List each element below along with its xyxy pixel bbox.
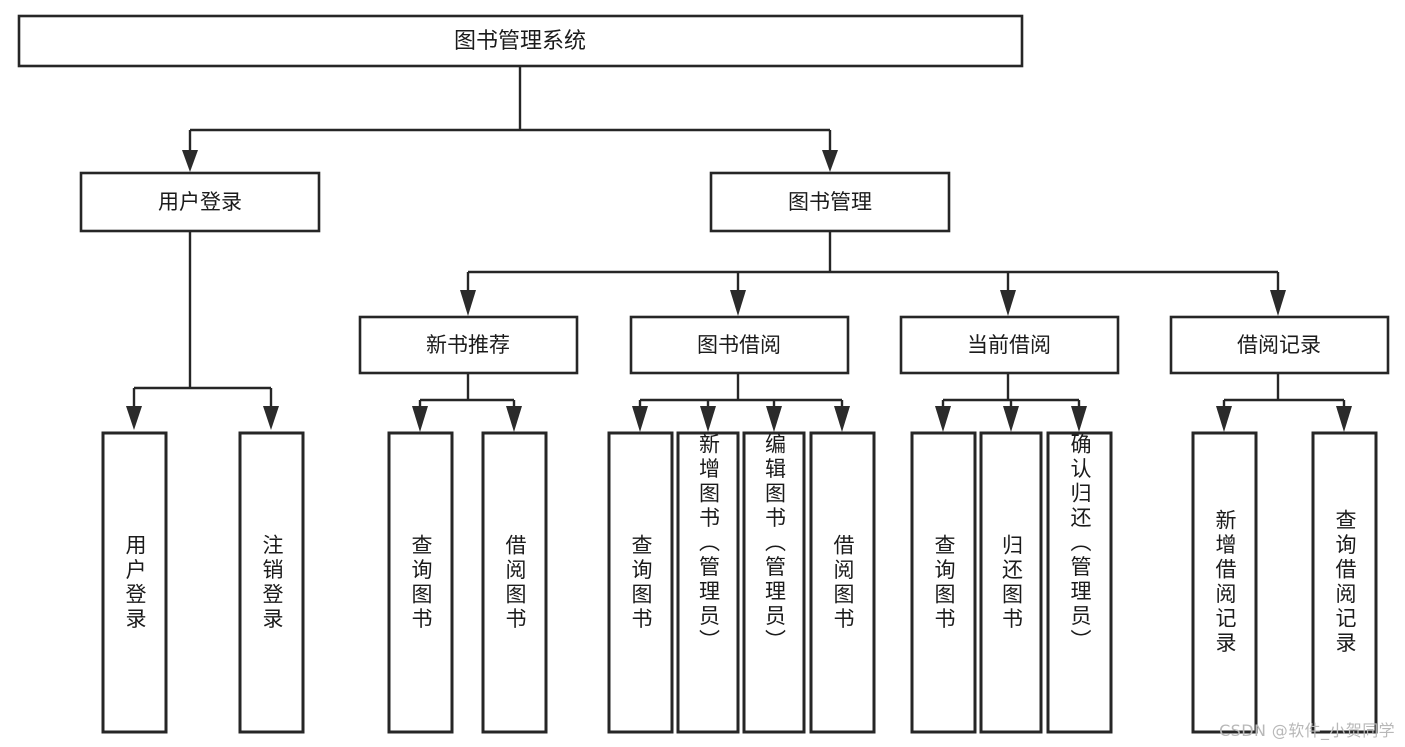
leaf-box-group <box>101 431 1378 734</box>
node-current-borrow-box[interactable] <box>899 315 1120 375</box>
leaf-box-bb-4[interactable] <box>809 431 876 734</box>
node-new-book-box[interactable] <box>358 315 579 375</box>
leaf-box-ul-2[interactable] <box>238 431 305 734</box>
connector-group-newbook <box>412 373 522 432</box>
leaf-box-br-2[interactable] <box>1311 431 1378 734</box>
arrow-head-br-1 <box>1216 406 1232 432</box>
arrow-head-nb-2 <box>506 406 522 432</box>
arrow-head-ul-1 <box>126 406 142 430</box>
connector-group-borrowrecord <box>1216 373 1352 432</box>
node-user-login-box[interactable] <box>79 171 321 233</box>
node-borrow-record-box[interactable] <box>1169 315 1390 375</box>
node-book-manage[interactable]: 图书管理 <box>709 171 951 233</box>
arrow-head-br-2 <box>1336 406 1352 432</box>
node-book-borrow-box[interactable] <box>629 315 850 375</box>
node-book-manage-box[interactable] <box>709 171 951 233</box>
leaf-box-nb-1[interactable] <box>387 431 454 734</box>
arrow-head-bb-2 <box>700 406 716 432</box>
node-root-box[interactable] <box>17 14 1024 68</box>
arrow-head-newbook <box>460 290 476 316</box>
node-new-book-label: 新书推荐 <box>426 333 510 357</box>
leaf-box-bb-2[interactable] <box>676 431 740 734</box>
leaf-box-bb-1[interactable] <box>607 431 674 734</box>
node-borrow-record[interactable]: 借阅记录 <box>1169 315 1390 375</box>
connector-group-root <box>182 66 838 172</box>
arrow-head-cb-1 <box>935 406 951 432</box>
connector-group-currentborrow <box>935 373 1087 432</box>
connector-group-bookmanage <box>460 231 1286 316</box>
arrow-head-ul-2 <box>263 406 279 430</box>
arrow-head-bookborrow <box>730 290 746 316</box>
node-user-login[interactable]: 用户登录 <box>79 171 321 233</box>
arrow-head-cb-3 <box>1071 406 1087 432</box>
arrow-head-bb-4 <box>834 406 850 432</box>
leaf-box-cb-3[interactable] <box>1046 431 1113 734</box>
csdn-watermark: CSDN @软件_小贺同学 <box>1219 721 1395 740</box>
leaf-box-ul-1[interactable] <box>101 431 168 734</box>
arrow-head-bb-3 <box>766 406 782 432</box>
arrow-head-nb-1 <box>412 406 428 432</box>
connector-group-userlogin <box>126 231 279 430</box>
leaf-box-cb-2[interactable] <box>979 431 1043 734</box>
node-new-book[interactable]: 新书推荐 <box>358 315 579 375</box>
arrow-head-currentborrow <box>1000 290 1016 316</box>
node-current-borrow-label: 当前借阅 <box>967 333 1051 357</box>
node-book-manage-label: 图书管理 <box>788 190 872 214</box>
node-root-label: 图书管理系统 <box>454 29 586 54</box>
leaf-box-br-1[interactable] <box>1191 431 1258 734</box>
arrow-head-cb-2 <box>1003 406 1019 432</box>
leaf-box-cb-1[interactable] <box>910 431 977 734</box>
arrow-head-userlogin <box>182 150 198 172</box>
arrow-head-borrowrecord <box>1270 290 1286 316</box>
node-root[interactable]: 图书管理系统 <box>17 14 1024 68</box>
leaf-box-bb-3[interactable] <box>742 431 806 734</box>
node-borrow-record-label: 借阅记录 <box>1237 333 1321 357</box>
node-book-borrow[interactable]: 图书借阅 <box>629 315 850 375</box>
node-book-borrow-label: 图书借阅 <box>697 333 781 357</box>
node-user-login-label: 用户登录 <box>158 190 242 214</box>
connector-group-bookborrow <box>632 373 850 432</box>
arrow-head-bookmanage <box>822 150 838 172</box>
leaf-box-nb-2[interactable] <box>481 431 548 734</box>
node-current-borrow[interactable]: 当前借阅 <box>899 315 1120 375</box>
arrow-head-bb-1 <box>632 406 648 432</box>
